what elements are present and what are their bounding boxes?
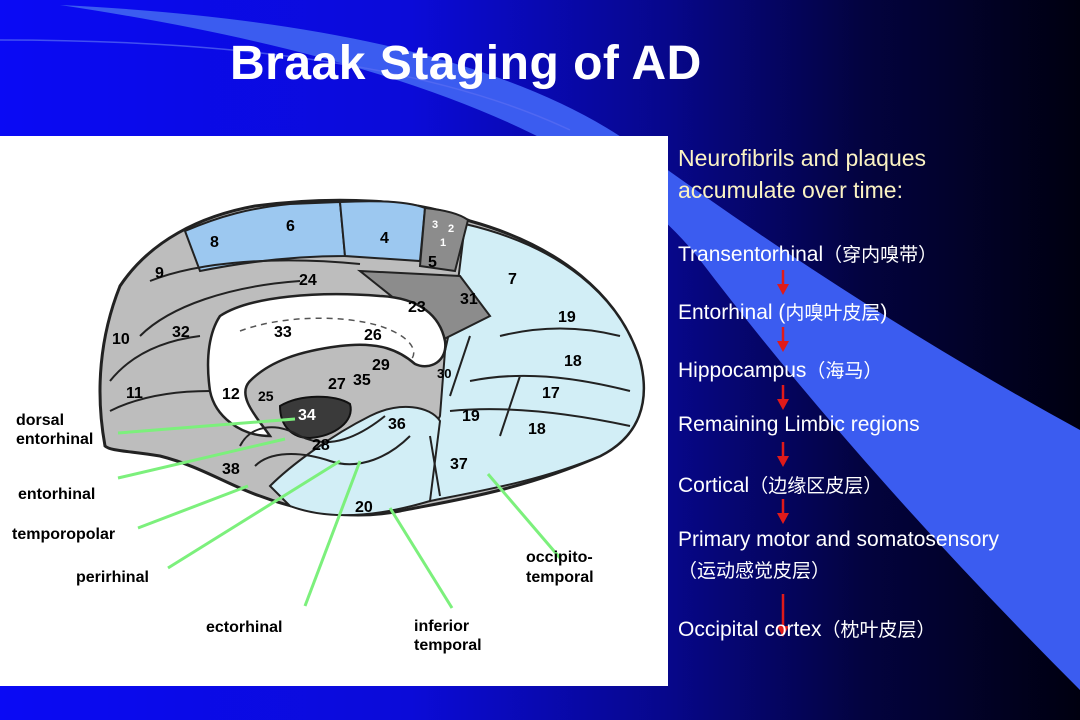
gyrus-lines — [109, 259, 631, 497]
stage-entorhinal: Entorhinal (内嗅叶皮层) — [678, 298, 887, 325]
stage-label-cn: 内嗅叶皮层 — [785, 302, 881, 324]
down-arrow-icon — [777, 442, 789, 467]
stage-label: Transentorhinal — [678, 243, 824, 266]
stage-label: Entorhinal ( — [678, 301, 786, 324]
stage-primary-motor-cn: （运动感觉皮层） — [678, 556, 830, 583]
stage-occipital: Occipital cortex（枕叶皮层） — [678, 615, 936, 642]
area-label: 5 — [428, 254, 437, 271]
corpus-callosum — [206, 292, 447, 438]
temporal-curl — [239, 415, 411, 467]
stage-label: Remaining Limbic regions — [678, 413, 920, 436]
intro-line: Neurofibrils and plaques — [678, 145, 927, 171]
area-label: 29 — [372, 357, 390, 374]
stage-label-cn: （海马） — [806, 360, 883, 382]
down-arrow-icon — [777, 327, 789, 352]
area-label: 30 — [437, 366, 451, 381]
callout-perirhinal: perirhinal — [76, 569, 149, 586]
area-label: 26 — [364, 327, 382, 344]
area-label: 20 — [355, 499, 373, 516]
ventricle-dashed — [239, 317, 415, 362]
stage-label: Primary motor and somatosensory — [678, 528, 999, 551]
area-label: 18 — [528, 421, 546, 438]
stage-primary-motor: Primary motor and somatosensory — [678, 528, 999, 552]
callout-occipito-temporal: temporal — [526, 569, 594, 586]
stage-label: Occipital cortex — [678, 618, 822, 641]
area-label: 27 — [328, 376, 346, 393]
brain-diagram: 8 6 4 3 2 1 5 9 24 7 31 23 19 32 33 26 1… — [12, 198, 646, 654]
area-label: 6 — [286, 218, 295, 235]
area-label: 4 — [380, 230, 389, 247]
area-label: 10 — [112, 331, 130, 348]
callout-entorhinal: entorhinal — [18, 486, 95, 503]
area-label: 25 — [258, 388, 274, 404]
stage-hippocampus: Hippocampus（海马） — [678, 356, 882, 383]
area-label: 11 — [126, 385, 143, 402]
callout-dorsal-entorhinal: dorsal — [16, 412, 64, 429]
stage-label: Hippocampus — [678, 359, 807, 382]
stage-label-cn: （边缘区皮层） — [749, 475, 883, 497]
stage-label-cn: （枕叶皮层） — [821, 619, 936, 641]
region-area-3-2-1-darkgray — [418, 206, 470, 273]
stage-label: ) — [880, 301, 888, 324]
stages-panel: Neurofibrils and plaques accumulate over… — [678, 0, 1078, 720]
area-label: 2 — [448, 223, 454, 235]
down-arrow-icon — [777, 594, 789, 637]
slide-title: Braak Staging of AD — [230, 37, 702, 90]
area-label: 33 — [274, 324, 292, 341]
down-arrow-icon — [777, 385, 789, 410]
area-label: 3 — [432, 219, 438, 231]
area-label: 37 — [450, 456, 468, 473]
callout-lines — [117, 417, 562, 609]
area-label: 17 — [542, 385, 560, 402]
callout-ectorhinal: ectorhinal — [206, 619, 282, 636]
region-temporal-lightblue — [268, 405, 442, 517]
callout-occipito-temporal: occipito- — [526, 549, 593, 566]
area-label: 1 — [440, 237, 446, 249]
area-label: 19 — [462, 408, 480, 425]
stage-transentorhinal: Transentorhinal（穿内嗅带） — [678, 240, 937, 267]
stage-label-cn: （穿内嗅带） — [823, 244, 938, 266]
down-arrow-icon — [777, 270, 789, 295]
area-label: 32 — [172, 324, 190, 341]
stage-label: Cortical — [678, 474, 750, 497]
stage-label-cn: （运动感觉皮层） — [678, 560, 831, 582]
callout-inferior-temporal: inferior — [414, 618, 469, 635]
area-label: 31 — [460, 291, 478, 308]
area-label: 8 — [210, 234, 219, 251]
area-label: 38 — [222, 461, 240, 478]
area-label: 24 — [299, 272, 317, 289]
region-occipital-lightblue — [418, 222, 645, 503]
area-label: 9 — [155, 265, 164, 282]
stage-cortical: Cortical（边缘区皮层） — [678, 471, 882, 498]
area-label: 34 — [298, 407, 316, 424]
callout-dorsal-entorhinal: entorhinal — [16, 431, 93, 448]
area-label: 18 — [564, 353, 582, 370]
intro-line: accumulate over time: — [678, 177, 903, 203]
area-label: 28 — [312, 437, 330, 454]
brain-diagram-panel: 8 6 4 3 2 1 5 9 24 7 31 23 19 32 33 26 1… — [0, 136, 668, 686]
callout-inferior-temporal: temporal — [414, 637, 482, 654]
area-label: 12 — [222, 386, 240, 403]
down-arrow-icon — [777, 499, 789, 524]
area-label: 7 — [508, 271, 517, 288]
area-label: 35 — [353, 372, 371, 389]
area-label: 36 — [388, 416, 406, 433]
area-label: 23 — [408, 299, 426, 316]
callout-temporopolar: temporopolar — [12, 526, 115, 543]
stage-remaining-limbic: Remaining Limbic regions — [678, 413, 920, 437]
area-label: 19 — [558, 309, 576, 326]
